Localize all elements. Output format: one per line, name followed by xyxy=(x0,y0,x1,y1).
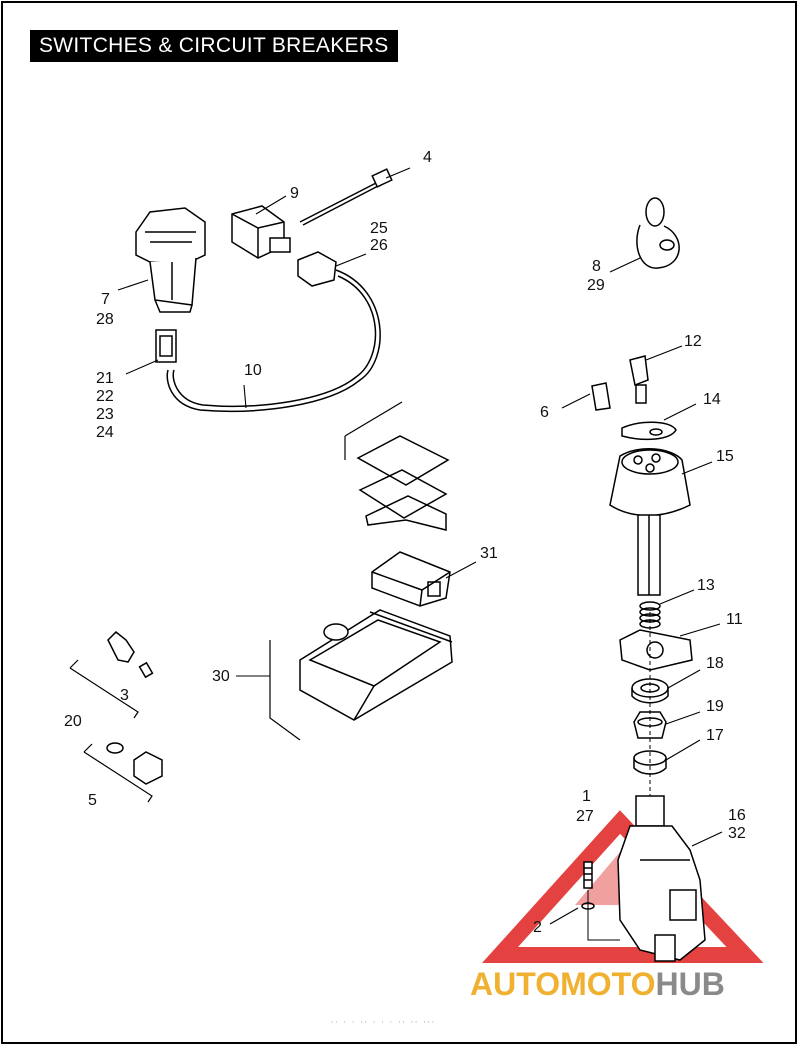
watermark-part1: AUTOMOTO xyxy=(470,966,655,1002)
callout-10: 10 xyxy=(244,362,262,379)
callout-31: 31 xyxy=(480,545,498,562)
screw-part xyxy=(583,861,593,889)
watermark-text: AUTOMOTOHUB xyxy=(470,966,725,1002)
callout-32: 32 xyxy=(728,825,746,842)
callout-24: 24 xyxy=(96,424,114,441)
callout-19: 19 xyxy=(706,698,724,715)
callout-23: 23 xyxy=(96,406,114,423)
callout-30: 30 xyxy=(212,668,230,685)
callout-21: 21 xyxy=(96,370,114,387)
ignition-switch-body-part xyxy=(617,795,706,962)
callout-11: 11 xyxy=(726,611,743,628)
callout-12: 12 xyxy=(684,333,702,350)
connector-part xyxy=(231,205,291,259)
callout-13: 13 xyxy=(697,577,715,594)
callout-7: 7 xyxy=(101,291,110,308)
callout-26: 26 xyxy=(370,237,388,254)
callout-17: 17 xyxy=(706,727,724,744)
cable-tie-part xyxy=(299,168,393,226)
callout-2: 2 xyxy=(533,919,542,936)
watermark-part2: HUB xyxy=(655,966,724,1002)
callout-20: 20 xyxy=(64,713,82,730)
callout-29: 29 xyxy=(587,277,605,294)
callout-18: 18 xyxy=(706,655,724,672)
callout-8: 8 xyxy=(592,258,601,275)
callout-labels: 4 9 25 26 7 28 8 29 21 22 23 24 10 12 6 … xyxy=(64,149,746,936)
harness-connector-part xyxy=(166,251,381,412)
callout-3: 3 xyxy=(120,687,129,704)
callout-5: 5 xyxy=(88,792,97,809)
callout-6: 6 xyxy=(540,404,549,421)
callout-25: 25 xyxy=(370,220,388,237)
circuit-breaker-part xyxy=(371,551,451,607)
key-blank-part xyxy=(591,382,611,411)
page-title: SWITCHES & CIRCUIT BREAKERS xyxy=(30,30,398,62)
callout-1: 1 xyxy=(582,788,591,805)
sensor-part xyxy=(107,630,154,679)
key-fob-part xyxy=(636,197,680,269)
callout-27: 27 xyxy=(576,808,594,825)
callout-14: 14 xyxy=(703,391,721,408)
circuit-breaker-cover-part xyxy=(356,435,450,531)
detent-plate-part xyxy=(619,629,693,671)
plug-part xyxy=(106,742,163,785)
breaker-box-part xyxy=(299,609,453,721)
callout-9: 9 xyxy=(290,185,299,202)
retainer-plate-part xyxy=(621,421,677,441)
switch-cap-part xyxy=(609,448,691,596)
key-part xyxy=(629,355,649,404)
callout-22: 22 xyxy=(96,388,114,405)
callout-28: 28 xyxy=(96,311,114,328)
callout-15: 15 xyxy=(716,448,734,465)
callout-16: 16 xyxy=(728,807,746,824)
switch-housing-part xyxy=(135,207,206,313)
leader-lines xyxy=(117,167,723,925)
callout-4: 4 xyxy=(423,149,432,166)
footer-reference: ·· · · ·· · · · ·· ·· ··· xyxy=(330,1019,435,1027)
switch-connector-part xyxy=(155,329,177,363)
